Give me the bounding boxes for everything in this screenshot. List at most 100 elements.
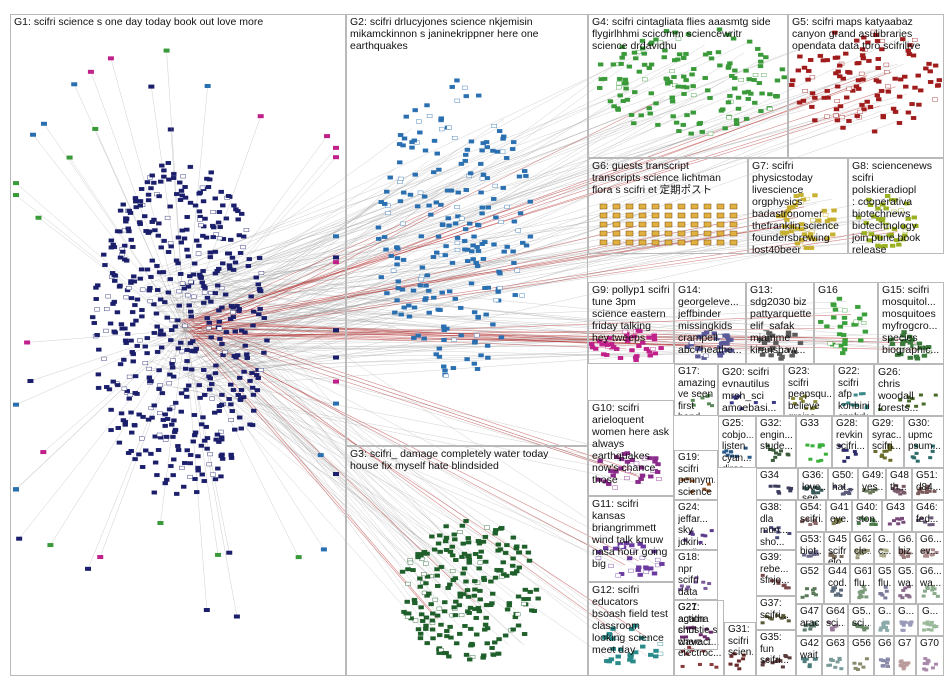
node: [426, 114, 433, 119]
node: [198, 223, 204, 228]
group-panel-g3: G3: scifri_ damage completely water toda…: [346, 446, 588, 676]
node: [170, 176, 177, 180]
node: [434, 613, 441, 618]
edge: [220, 46, 641, 355]
node: [199, 280, 205, 285]
node: [397, 133, 404, 137]
node: [473, 261, 479, 265]
group-panel-g53: G53: biot...: [796, 532, 824, 564]
node: [167, 277, 173, 282]
node: [175, 448, 182, 452]
node: [181, 286, 188, 291]
edge: [193, 229, 886, 333]
group-label-g55: G5... sci...: [852, 606, 871, 629]
node: [439, 222, 446, 227]
group-panel-g36: G36: love... see...: [798, 468, 828, 500]
node: [464, 147, 471, 152]
node: [471, 310, 478, 315]
node: [378, 275, 385, 280]
node: [255, 282, 262, 287]
node: [232, 427, 238, 432]
node: [112, 278, 118, 283]
node-cluster-g1: [89, 161, 270, 496]
node: [146, 375, 153, 380]
node: [448, 188, 455, 193]
node: [139, 314, 145, 319]
node: [212, 196, 218, 201]
node: [426, 310, 432, 315]
node: [210, 472, 216, 477]
group-label-g22: G22: scifri afp konbini cnnbrk...: [838, 366, 871, 415]
edge: [200, 343, 602, 464]
group-label-g71: G...: [898, 606, 915, 617]
node: [409, 145, 415, 150]
node: [478, 190, 484, 195]
node: [136, 452, 142, 457]
node: [191, 413, 198, 417]
node: [459, 216, 465, 221]
node: [156, 432, 163, 437]
node: [257, 289, 264, 294]
node: [157, 297, 164, 302]
group-label-g35: G35: fun scifri...: [760, 632, 789, 666]
node: [110, 242, 116, 247]
node: [500, 136, 506, 141]
node: [136, 412, 142, 417]
edge: [201, 213, 640, 363]
node: [71, 82, 78, 87]
node: [215, 283, 221, 288]
node: [228, 418, 234, 422]
node: [381, 235, 388, 240]
node: [521, 597, 527, 602]
group-panel-g31: G31: scifri scien...: [724, 622, 756, 676]
group-panel-g19: G19: scifri pennym... science coming...: [674, 450, 718, 500]
node: [232, 260, 239, 265]
node: [200, 199, 207, 204]
node: [236, 309, 242, 314]
node: [478, 549, 484, 554]
group-label-g7: G7: scifri physicstoday livescience orgp…: [752, 160, 839, 254]
node: [495, 289, 501, 294]
node: [164, 417, 171, 421]
node: [497, 285, 503, 290]
node: [504, 204, 510, 209]
node: [185, 254, 191, 259]
node: [406, 314, 413, 319]
node: [451, 337, 457, 342]
node: [156, 387, 162, 392]
node: [387, 175, 393, 180]
node: [407, 192, 414, 197]
node: [170, 374, 177, 379]
node: [187, 461, 193, 466]
node: [492, 575, 499, 580]
node: [220, 261, 226, 266]
edge: [184, 116, 261, 331]
node: [435, 584, 441, 588]
group-label-g73: G...: [922, 606, 939, 617]
node: [154, 473, 160, 478]
node: [249, 385, 256, 390]
edge: [216, 341, 854, 351]
group-label-g6: G6: guests transcript transcripts scienc…: [592, 160, 721, 196]
node: [476, 93, 482, 98]
node: [494, 149, 501, 154]
edge: [215, 297, 440, 325]
node: [455, 190, 461, 195]
node: [491, 124, 497, 128]
node: [180, 174, 186, 179]
edge: [191, 110, 882, 368]
edge: [184, 329, 337, 358]
node: [443, 373, 449, 378]
node: [230, 387, 237, 392]
group-label-g72: G7: [898, 638, 912, 649]
node: [168, 328, 175, 333]
node: [159, 163, 165, 168]
group-panel-g32: G32: engin... stude...: [756, 416, 796, 468]
node: [468, 139, 475, 144]
edge: [210, 108, 902, 327]
edge: [218, 365, 486, 614]
node: [434, 151, 440, 156]
node: [207, 250, 213, 255]
group-label-g11: G11: scifri kansas briangrimmett wind ta…: [592, 498, 668, 570]
edge: [149, 360, 623, 566]
